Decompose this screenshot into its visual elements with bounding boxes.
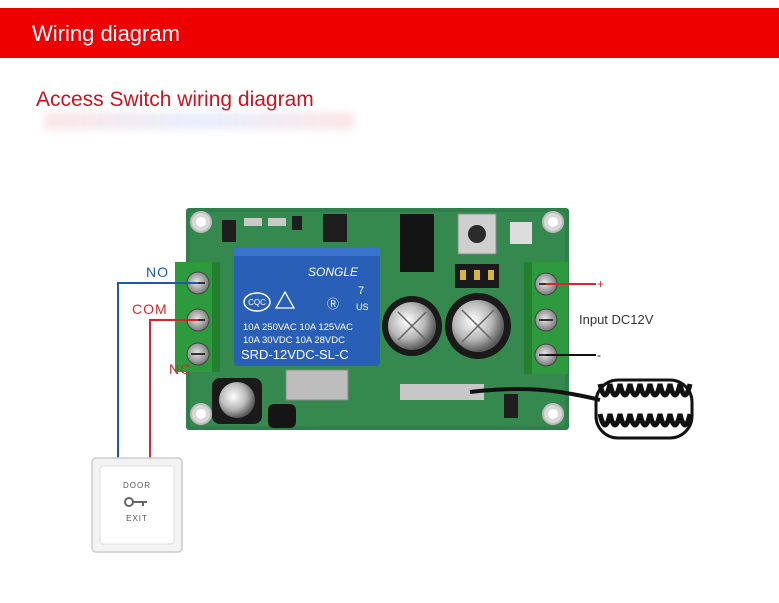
relay-rating-2: 10A 30VDC 10A 28VDC xyxy=(243,335,345,346)
wire-no xyxy=(117,282,198,458)
label-minus: - xyxy=(597,348,601,362)
relay-rating-1: 10A 250VAC 10A 125VAC xyxy=(243,322,353,333)
header-banner: Wiring diagram xyxy=(0,8,779,58)
label-plus: + xyxy=(597,277,604,291)
page-title: Wiring diagram xyxy=(32,21,180,46)
label-input-dc12v: Input DC12V xyxy=(579,312,654,327)
subtitle-reflection xyxy=(44,112,354,130)
relay-ul-mark: Ⓡ xyxy=(327,297,339,311)
label-com: COM xyxy=(132,301,168,317)
exit-button-top-label: DOOR xyxy=(123,481,151,490)
diagram-subtitle: Access Switch wiring diagram xyxy=(36,88,314,111)
capacitor-large-2 xyxy=(445,293,511,359)
relay-model: SRD-12VDC-SL-C xyxy=(241,347,349,362)
exit-button: DOOR EXIT xyxy=(91,457,183,553)
capacitor-small xyxy=(212,378,262,424)
label-nc: NC xyxy=(169,361,191,377)
label-no: NO xyxy=(146,264,169,280)
relay-pin: 7 xyxy=(358,285,364,297)
relay-cert: CQC xyxy=(248,298,266,307)
songle-relay: SONGLE CQC Ⓡ 7 US 10A 250VAC 10A 125VAC … xyxy=(234,248,380,366)
antenna-coil xyxy=(469,378,694,440)
relay-us: US xyxy=(356,302,369,312)
key-icon xyxy=(124,497,147,507)
wire-com xyxy=(149,319,198,458)
relay-brand: SONGLE xyxy=(308,265,359,279)
power-terminal-block xyxy=(524,262,568,374)
output-terminal-block xyxy=(175,262,220,372)
capacitor-large-1 xyxy=(382,296,442,356)
exit-button-bottom-label: EXIT xyxy=(126,514,148,523)
